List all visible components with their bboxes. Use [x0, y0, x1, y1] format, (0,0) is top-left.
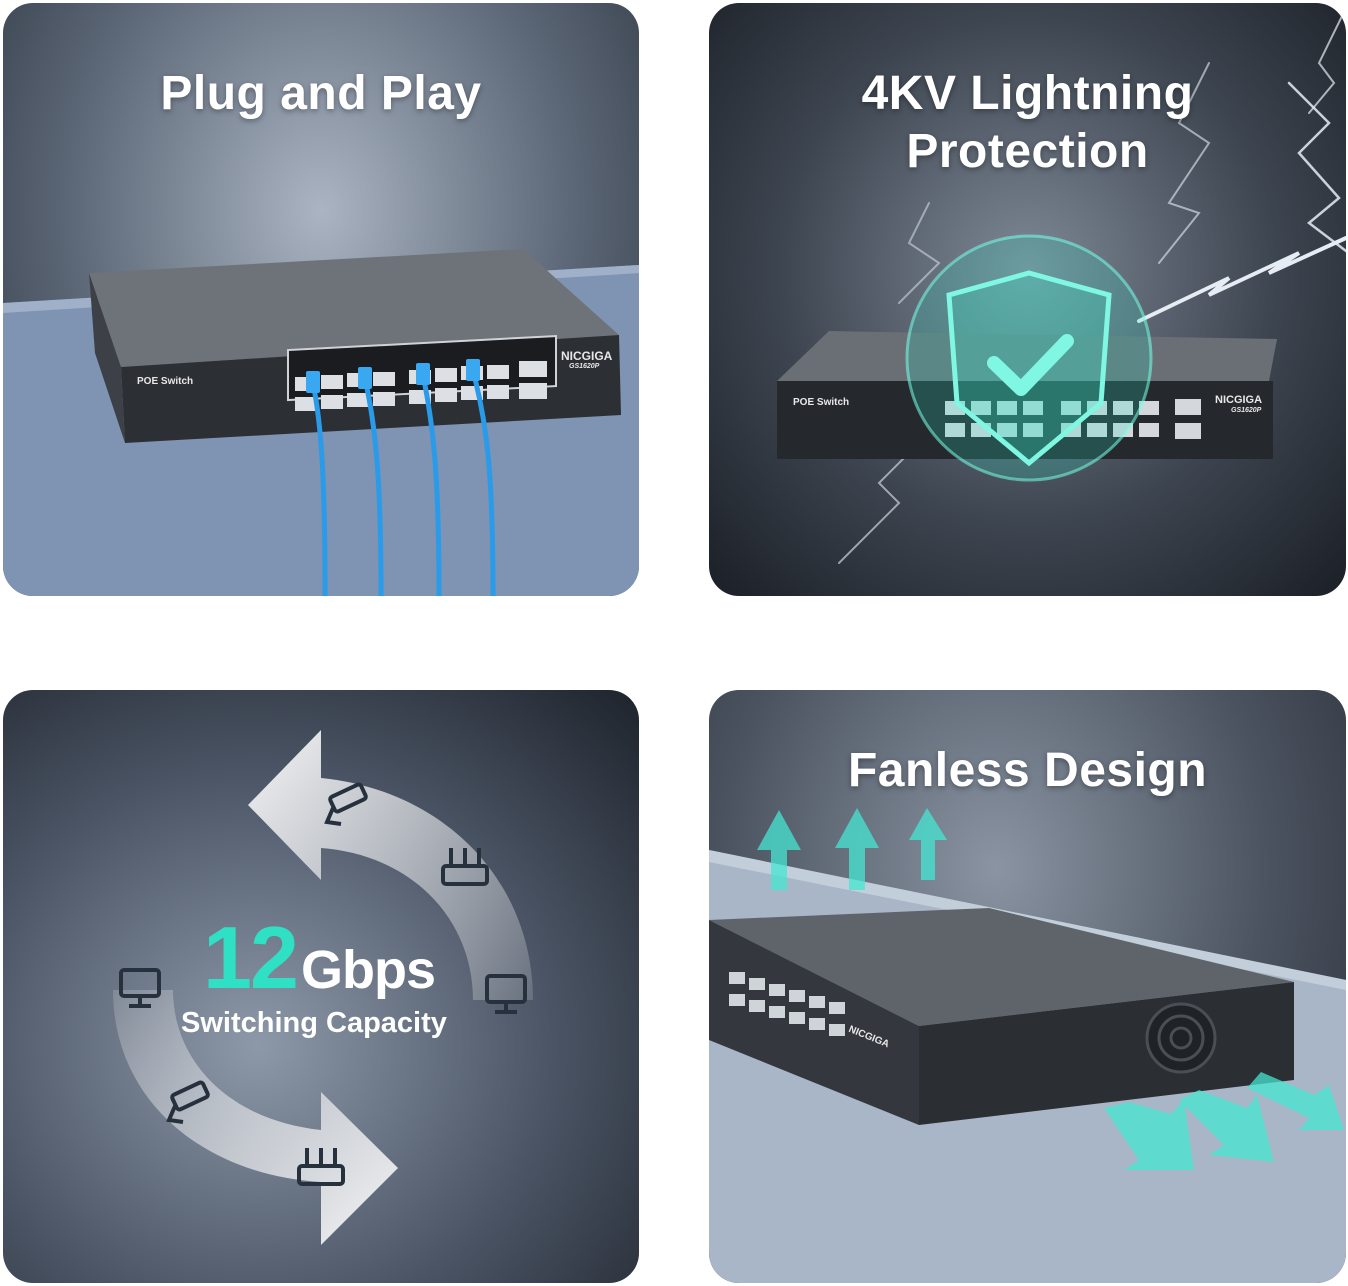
panel-title-line-1: 4KV Lightning — [861, 67, 1194, 120]
plug-and-play-panel: POE Switch NICGIGA GS1620P Plug and Play — [3, 3, 639, 596]
fanless-switch-illustration — [709, 808, 1346, 1283]
router-icon — [297, 1148, 345, 1186]
switch-top — [709, 908, 1294, 1026]
cctv-camera-icon — [166, 1080, 210, 1124]
switch-label: POE Switch — [793, 397, 850, 408]
switching-capacity-panel: 12 Gbps Switching Capacity — [3, 690, 639, 1283]
ethernet-cables — [310, 370, 496, 596]
shield-check-icon — [946, 270, 1112, 467]
airflow-arrow-icon — [757, 808, 1344, 1170]
model-label: GS1620P — [569, 363, 600, 370]
brand-logo: NICGIGA — [1215, 394, 1263, 406]
switch-label: POE Switch — [137, 376, 194, 387]
capacity-unit: Gbps — [301, 940, 436, 1000]
monitor-icon — [119, 968, 161, 1008]
vent-grille — [1145, 1002, 1217, 1074]
router-icon — [441, 848, 489, 886]
brand-logo: NICGIGA — [561, 349, 613, 363]
glow-circle — [905, 234, 1153, 482]
lightning-protection-panel: POE Switch NICGIGA GS1620P 4KV Lightning… — [709, 3, 1346, 596]
panel-title-line-2: Protection — [906, 125, 1149, 178]
capacity-number: 12 — [203, 908, 299, 1007]
cctv-camera-icon — [324, 782, 368, 826]
lightning-shield-illustration — [777, 7, 1346, 564]
data-flow-illustration — [113, 730, 533, 1245]
fanless-design-panel: NICGIGA Fanless Design — [709, 690, 1346, 1283]
switch-top — [89, 249, 619, 367]
monitor-icon — [485, 974, 527, 1014]
panel-title: Fanless Design — [847, 744, 1208, 797]
panel-title: Plug and Play — [160, 67, 482, 120]
model-label: GS1620P — [1231, 407, 1262, 414]
upper-flow-arrow — [248, 730, 533, 1000]
lower-flow-arrow — [113, 990, 398, 1245]
capacity-label: Switching Capacity — [181, 1007, 447, 1039]
switch-with-cables-illustration — [3, 249, 639, 596]
lightning-bolts — [838, 7, 1346, 564]
